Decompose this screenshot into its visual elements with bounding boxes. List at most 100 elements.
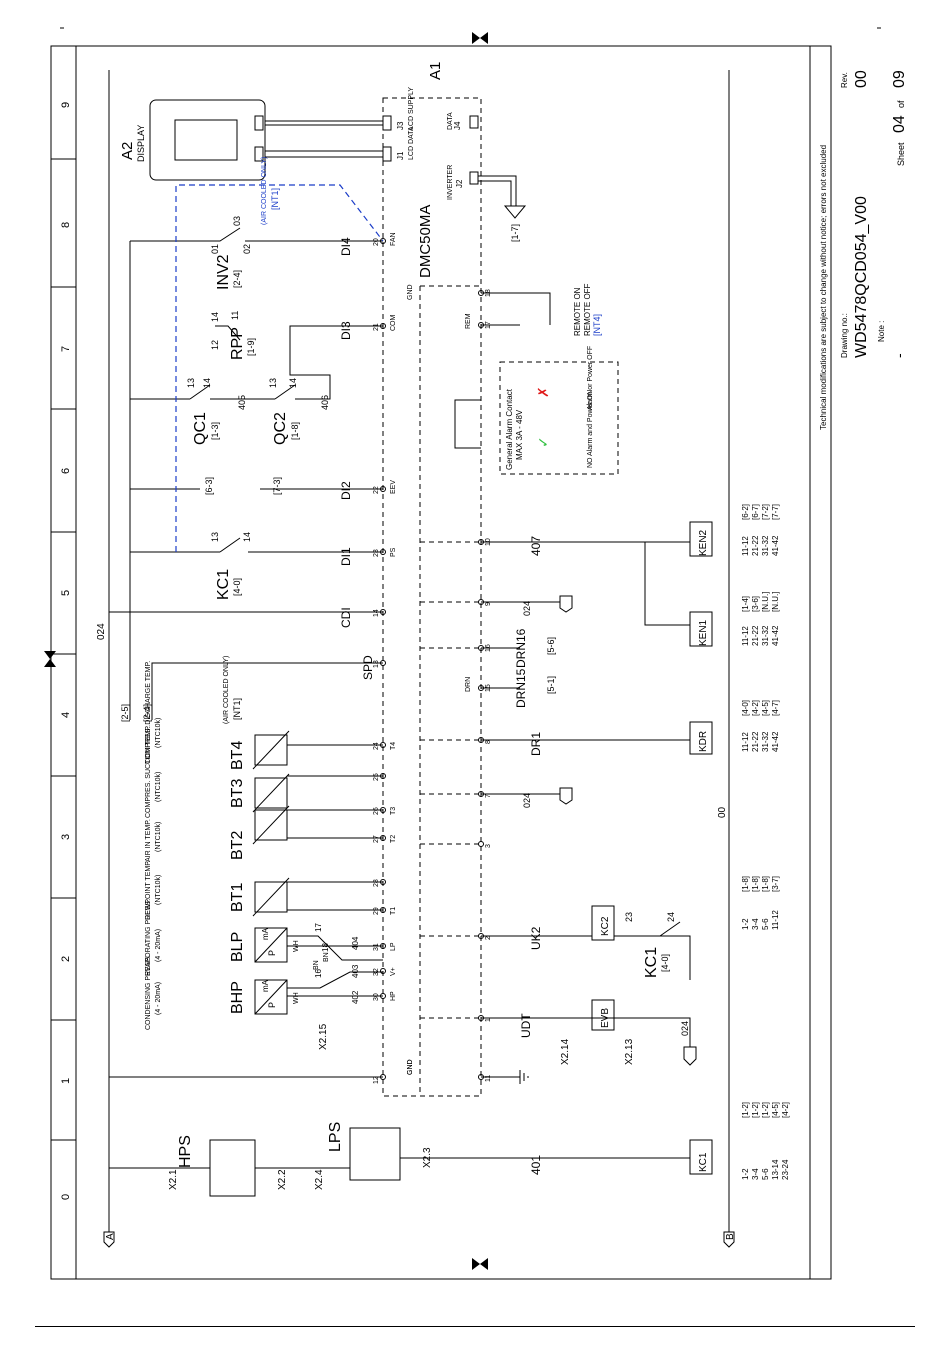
svg-text:024: 024 xyxy=(522,601,532,616)
grid-number: 9 xyxy=(60,102,72,108)
svg-text:MAX 3A - 48V: MAX 3A - 48V xyxy=(515,409,524,460)
qc1-qc2-chain: QC1 [1-3] 13 14 405 QC2 [1-8] 13 14 406 xyxy=(130,325,383,445)
svg-text:27: 27 xyxy=(373,835,380,843)
drawing-no-label: Drawing no.: xyxy=(840,313,849,358)
svg-text:DRN: DRN xyxy=(465,677,472,692)
grid-number: 8 xyxy=(60,222,72,228)
svg-text:14: 14 xyxy=(202,378,212,388)
svg-text:J2: J2 xyxy=(455,179,464,188)
svg-text:[4-7]: [4-7] xyxy=(771,700,780,716)
terminals-top: 12 GND 30 HP 32 V+ 31 LP 29 T1 28 27 T2 … xyxy=(373,232,414,1084)
svg-text:28: 28 xyxy=(373,879,380,887)
svg-text:[6-3]: [6-3] xyxy=(204,477,214,495)
svg-text:24: 24 xyxy=(666,912,676,922)
grid-dividers xyxy=(51,158,76,1141)
drawing-number: WD5478QCD054_V00 xyxy=(853,196,870,358)
grid-number: 3 xyxy=(60,834,72,840)
rev-label: Rev. xyxy=(840,72,849,88)
svg-text:14: 14 xyxy=(373,609,380,617)
svg-text:[1-2]: [1-2] xyxy=(761,1102,770,1118)
svg-text:COMPRES. SUCTION TEMP.: COMPRES. SUCTION TEMP. xyxy=(145,725,152,818)
svg-text:QC1: QC1 xyxy=(192,412,209,445)
svg-text:(NTC10k): (NTC10k) xyxy=(155,875,162,905)
svg-text:FAN: FAN xyxy=(390,232,397,246)
svg-text:[1-2]: [1-2] xyxy=(751,1102,760,1118)
return-bus-00: 00 xyxy=(717,70,730,1232)
svg-text:[NT4]: [NT4] xyxy=(592,314,602,336)
svg-text:23-24: 23-24 xyxy=(781,1159,790,1180)
output-drn: DRN15 [5-1] DRN16 [5-6] xyxy=(481,628,556,708)
svg-text:[NT1]: [NT1] xyxy=(232,698,242,720)
svg-text:WH: WH xyxy=(293,992,300,1004)
sensor-bt4: BT4 COMPRES. DISCHARGE TEMP. (NTC10k) xyxy=(145,661,383,770)
svg-text:UDT: UDT xyxy=(519,1013,533,1038)
spd-line: [2-4] SPD [NT1] (AIR COOLED ONLY) xyxy=(142,655,383,724)
svg-text:26: 26 xyxy=(373,807,380,815)
svg-text:[5-6]: [5-6] xyxy=(546,637,556,655)
svg-text:KC1: KC1 xyxy=(643,947,660,978)
air-cooled-group: [NT1] (AIR COOLED ONLY) xyxy=(175,157,384,552)
rpp-contact: RPP [1-9] 12 14 11 DI3 xyxy=(210,311,353,360)
output-o24-kdr: 024 KDR DR1 xyxy=(481,721,713,808)
svg-text:GND: GND xyxy=(407,1059,414,1075)
svg-text:T1: T1 xyxy=(390,907,397,915)
note-label: Note : xyxy=(877,321,886,342)
controller-tag: A1 xyxy=(427,62,444,80)
svg-text:KC2: KC2 xyxy=(600,916,611,936)
coil-contacts-kc2: 1-2 3-4 5-6 11-12 [1-8] [1-8] [1-8] [3-7… xyxy=(741,876,780,930)
svg-text:LP: LP xyxy=(390,942,397,951)
svg-text:J3: J3 xyxy=(396,121,405,130)
svg-text:KEN2: KEN2 xyxy=(698,529,709,556)
display-a2: A2 DISPLAY J3 LCD SUPPLY J1 LCD DATA J4 … xyxy=(119,87,527,242)
controller-model: DMC50MA xyxy=(417,205,434,278)
svg-text:[4-2]: [4-2] xyxy=(751,700,760,716)
svg-text:DATA: DATA xyxy=(447,112,454,130)
svg-text:[4-0]: [4-0] xyxy=(232,578,242,596)
svg-text:T4: T4 xyxy=(390,742,397,750)
svg-text:B: B xyxy=(725,1233,736,1240)
svg-text:NO Alarm and Power ON: NO Alarm and Power ON xyxy=(587,390,594,468)
svg-text:X2.15: X2.15 xyxy=(318,1023,329,1050)
display-tag: A2 xyxy=(119,142,136,160)
svg-text:COM: COM xyxy=(390,315,397,332)
svg-text:407: 407 xyxy=(529,536,543,556)
output-uk2: KC2 UK2 KC1 [4-0] 23 24 xyxy=(481,905,691,980)
svg-text:PS: PS xyxy=(390,547,397,557)
controller-internal xyxy=(420,541,481,1019)
svg-text:[2-4]: [2-4] xyxy=(232,270,242,288)
svg-text:7: 7 xyxy=(485,794,492,798)
svg-text:3-4: 3-4 xyxy=(751,1168,760,1180)
svg-text:[4-0]: [4-0] xyxy=(660,954,670,972)
svg-text:(4 - 20mA): (4 - 20mA) xyxy=(155,982,162,1015)
svg-text:KC1: KC1 xyxy=(698,1152,709,1172)
svg-text:[2-4]: [2-4] xyxy=(142,704,152,722)
svg-text:[N.U.]: [N.U.] xyxy=(761,592,770,612)
svg-text:11-12: 11-12 xyxy=(741,626,750,646)
svg-text:DI4: DI4 xyxy=(339,237,353,256)
svg-text:[6-2]: [6-2] xyxy=(741,504,750,520)
row-marker-b: B xyxy=(723,1231,736,1248)
svg-text:[N.U.]: [N.U.] xyxy=(771,592,780,612)
svg-text:[1-8]: [1-8] xyxy=(741,876,750,892)
display-label: DISPLAY xyxy=(136,125,146,162)
svg-text:DEWPOINT TEMP.: DEWPOINT TEMP. xyxy=(145,860,152,920)
svg-text:T3: T3 xyxy=(390,807,397,815)
svg-text:5-6: 5-6 xyxy=(761,918,770,930)
svg-text:UK2: UK2 xyxy=(529,926,543,950)
sensor-bt3: BT3 COMPRES. SUCTION TEMP. (NTC10k) xyxy=(145,725,383,818)
sheet-label: Sheet xyxy=(896,142,906,166)
svg-text:21-22: 21-22 xyxy=(751,535,760,556)
svg-text:[2-5]: [2-5] xyxy=(120,704,130,722)
svg-text:14: 14 xyxy=(210,312,220,322)
svg-text:31: 31 xyxy=(373,943,380,951)
svg-text:COMPRES. DISCHARGE TEMP.: COMPRES. DISCHARGE TEMP. xyxy=(145,661,152,764)
grid-number: 4 xyxy=(60,712,72,718)
svg-text:13: 13 xyxy=(268,378,278,388)
svg-text:13: 13 xyxy=(373,660,380,668)
note-value: - xyxy=(891,353,907,358)
svg-text:(NTC10k): (NTC10k) xyxy=(155,772,162,802)
sheet-number: 04 xyxy=(891,115,908,133)
svg-text:13: 13 xyxy=(186,378,196,388)
svg-text:DI3: DI3 xyxy=(339,321,353,340)
